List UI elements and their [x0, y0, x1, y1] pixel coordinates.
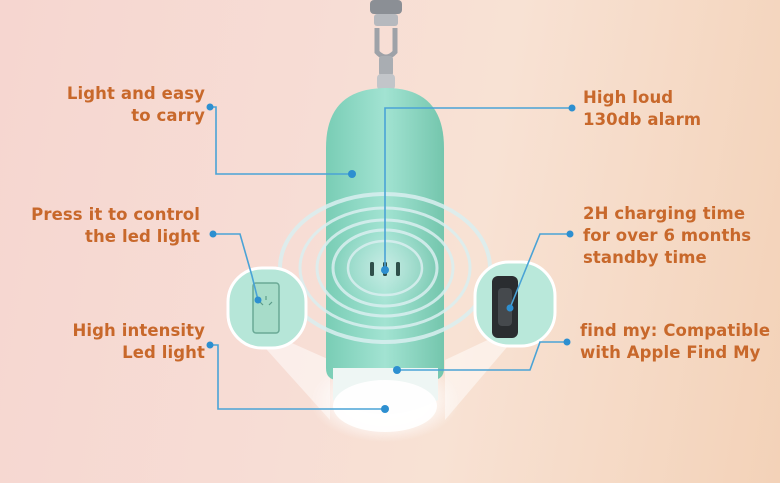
keychain-clip-icon [370, 0, 402, 90]
callout-charging: 2H charging time for over 6 months stand… [583, 204, 752, 267]
led-button-icon [226, 266, 308, 350]
callout-carry: Light and easy to carry [66, 84, 205, 125]
charging-port-icon [473, 260, 557, 348]
leader-dots [206, 103, 576, 413]
callout-alarm: High loud 130db alarm [583, 88, 702, 129]
callout-control: Press it to control the led light [31, 205, 200, 246]
callout-findmy: find my: Compatible with Apple Find My [580, 321, 771, 362]
callout-led: High intensity Led light [72, 321, 205, 362]
